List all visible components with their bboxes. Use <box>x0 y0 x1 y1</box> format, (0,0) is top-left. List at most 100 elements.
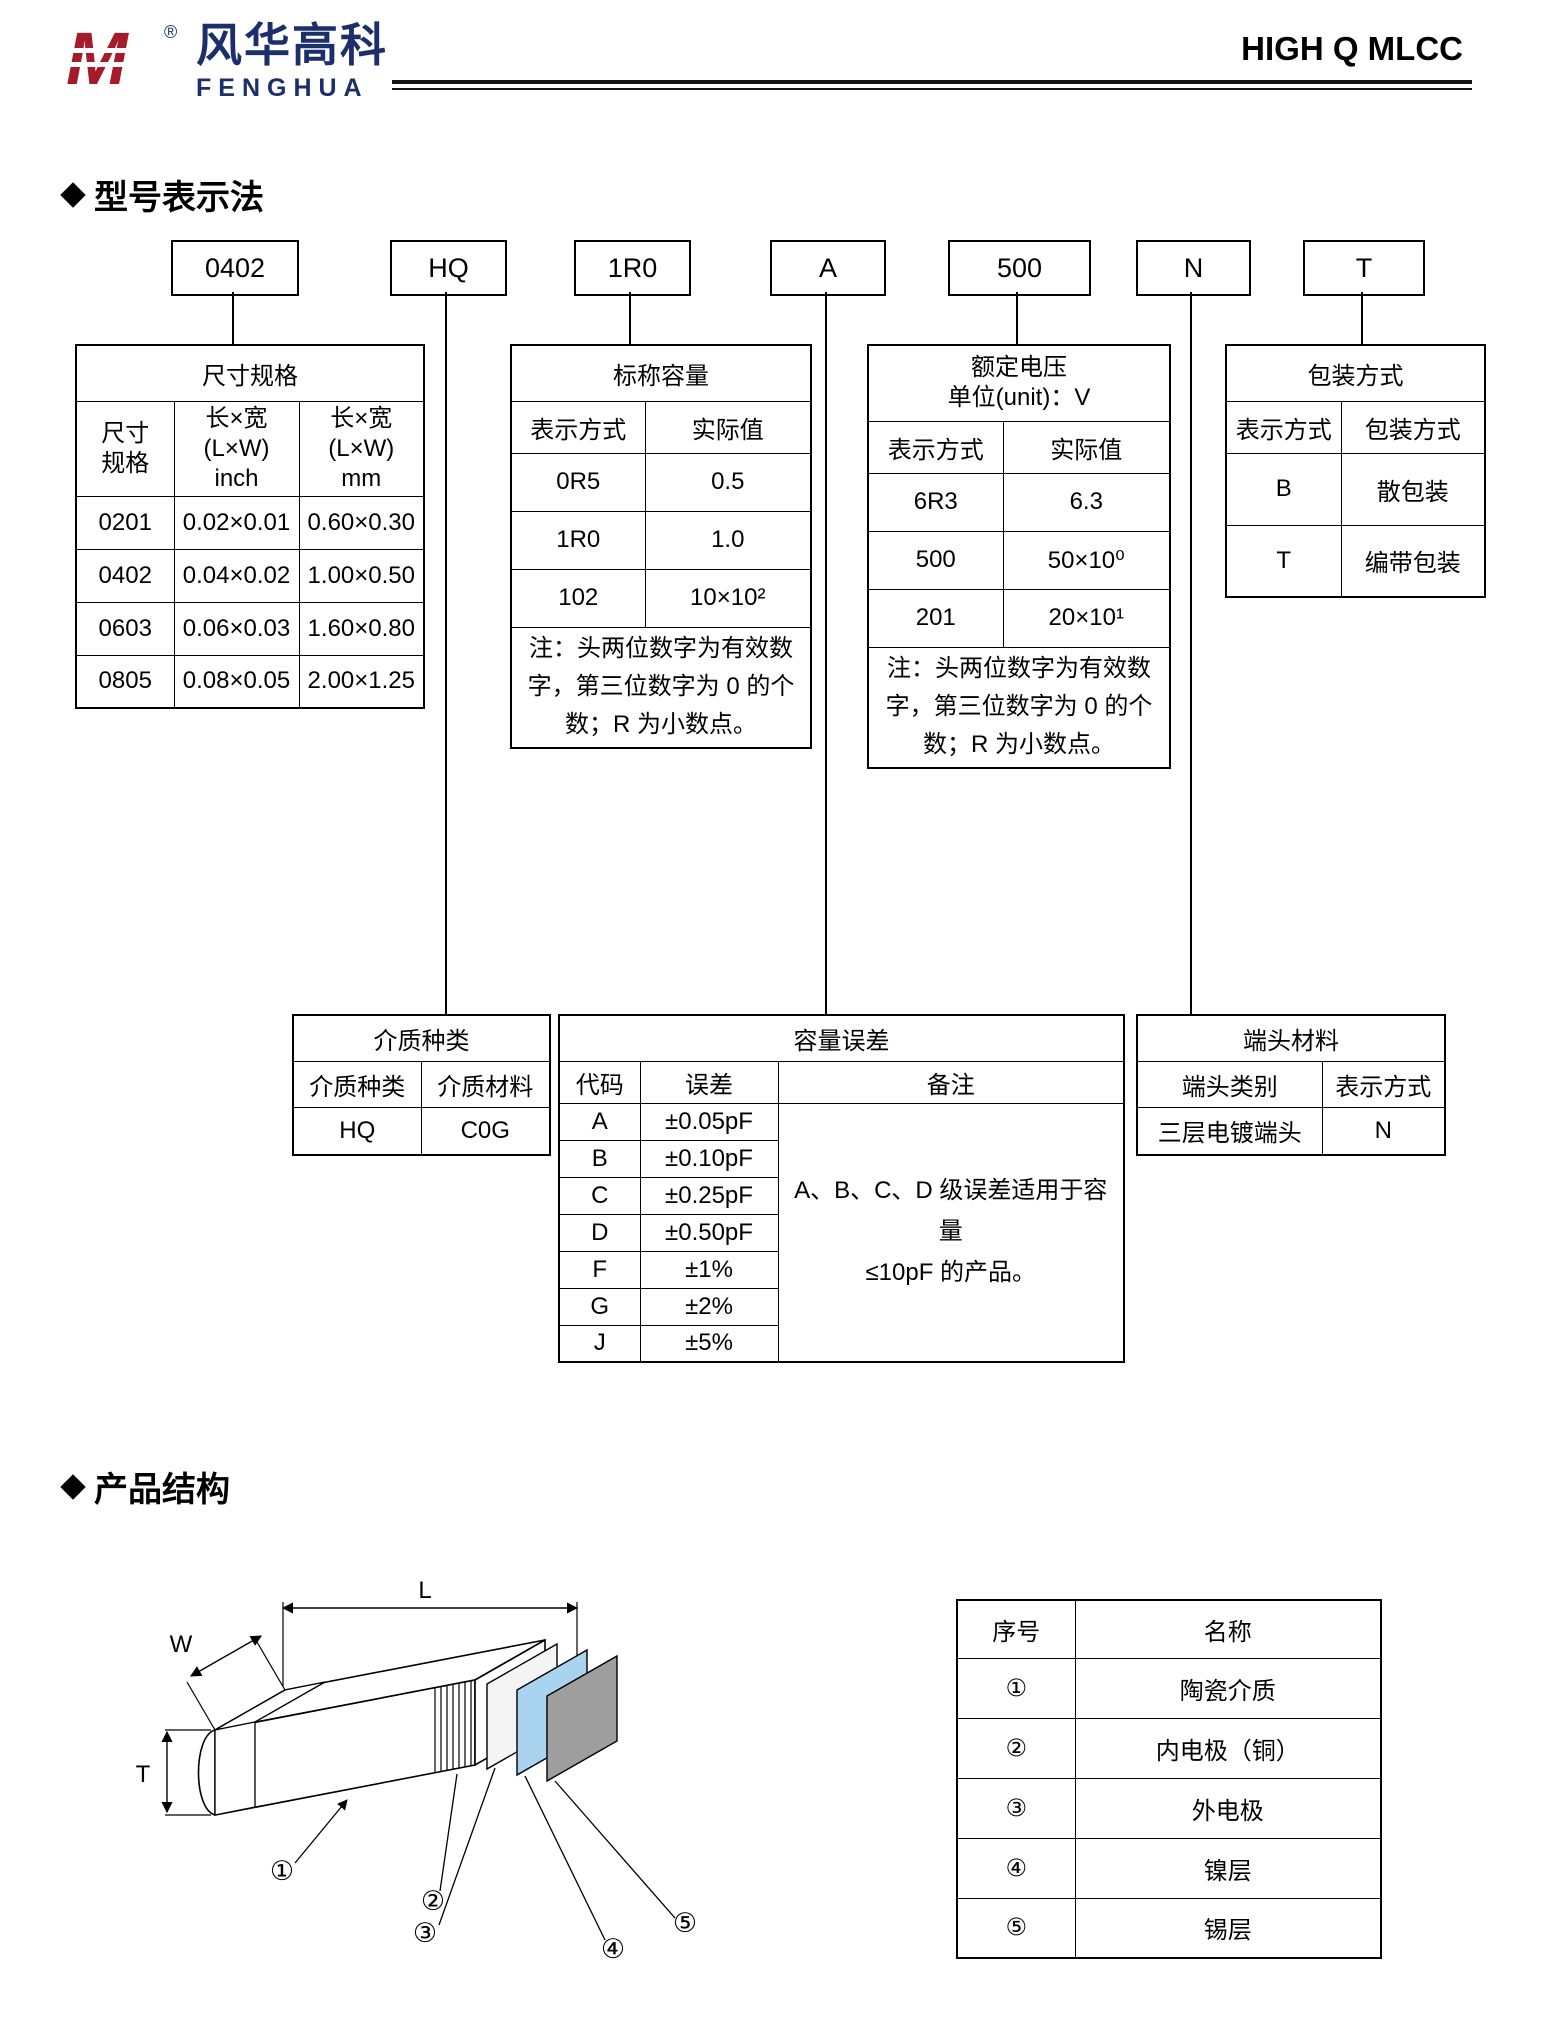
connector-line-tolerance <box>825 292 827 1014</box>
part-code-voltage: 500 <box>948 240 1091 296</box>
legend-col-header: 名称 <box>1074 1599 1382 1659</box>
cap-cell: 0.5 <box>644 452 812 512</box>
cap-table-note: 注：头两位数字为有效数字，第三位数字为 0 的个数；R 为小数点。 <box>510 626 812 749</box>
legend-cell: ① <box>956 1657 1076 1719</box>
size-cell: 0603 <box>75 601 175 656</box>
volt-cell: 50×10⁰ <box>1002 530 1171 590</box>
legend-cell: 陶瓷介质 <box>1074 1657 1382 1719</box>
packaging-table: 包装方式 表示方式 包装方式 B 散包装 T 编带包装 <box>1225 344 1486 598</box>
connector-line-voltage <box>1016 292 1018 344</box>
table-row: 6R3 6.3 <box>867 472 1171 532</box>
size-cell: 0.60×0.30 <box>298 495 425 550</box>
legend-cell: ⑤ <box>956 1897 1076 1959</box>
table-row: C ±0.25pF <box>558 1176 1124 1215</box>
cap-table-title: 标称容量 <box>510 344 812 402</box>
product-structure-diagram: L W T <box>136 1577 697 1964</box>
cap-cell: 1R0 <box>510 510 646 570</box>
table-row: D ±0.50pF <box>558 1213 1124 1252</box>
table-row: 0402 0.04×0.02 1.00×0.50 <box>75 548 425 603</box>
volt-cell: 20×10¹ <box>1002 588 1171 648</box>
legend-cell: 内电极（铜） <box>1074 1717 1382 1779</box>
volt-cell: 500 <box>867 530 1004 590</box>
structure-legend-table: 序号 名称 ① 陶瓷介质 ② 内电极（铜） ③ 外电极 ④ 镍层 ⑤ 锡层 <box>956 1599 1382 1959</box>
brand-name-en: FENGHUA <box>196 74 369 102</box>
table-row: ① 陶瓷介质 <box>956 1657 1382 1719</box>
volt-cell: 6R3 <box>867 472 1004 532</box>
table-row: ⑤ 锡层 <box>956 1897 1382 1959</box>
volt-cell: 6.3 <box>1002 472 1171 532</box>
pack-table-title: 包装方式 <box>1225 344 1486 402</box>
tol-cell: ±0.25pF <box>639 1176 779 1215</box>
callout-5: ⑤ <box>673 1908 697 1938</box>
diamond-bullet-icon <box>60 181 86 208</box>
callout-leader-1 <box>294 1799 348 1864</box>
header-rule-thick <box>392 80 1472 84</box>
tol-cell: ±0.50pF <box>639 1213 779 1252</box>
size-cell: 1.00×0.50 <box>298 548 425 603</box>
section-title-model: 型号表示法 <box>60 170 264 219</box>
tol-cell: ±1% <box>639 1250 779 1289</box>
diel-col-header: 介质种类 <box>292 1060 422 1108</box>
tol-table-note: A、B、C、D 级误差适用于容量 ≤10pF 的产品。 <box>777 1102 1125 1363</box>
table-row: 0R5 0.5 <box>510 452 812 512</box>
legend-cell: 镍层 <box>1074 1837 1382 1899</box>
brand-block: 风华高科 FENGHUA <box>196 22 388 103</box>
section-title-model-text: 型号表示法 <box>94 179 264 217</box>
section-title-structure: 产品结构 <box>60 1462 230 1511</box>
table-row: 0201 0.02×0.01 0.60×0.30 <box>75 495 425 550</box>
connector-line-termination <box>1190 292 1192 1014</box>
size-cell: 0.06×0.03 <box>173 601 300 656</box>
volt-cell: 201 <box>867 588 1004 648</box>
pack-col-header: 包装方式 <box>1340 400 1486 454</box>
tol-cell: ±2% <box>639 1287 779 1326</box>
callout-leader-4 <box>524 1775 606 1941</box>
pack-col-header: 表示方式 <box>1225 400 1342 454</box>
table-row: 0603 0.06×0.03 1.60×0.80 <box>75 601 425 656</box>
cap-band-front <box>214 1721 256 1816</box>
tol-col-header: 误差 <box>639 1060 779 1104</box>
part-code-termination: N <box>1136 240 1251 296</box>
cap-col-header: 表示方式 <box>510 400 646 454</box>
term-cell: N <box>1321 1106 1446 1156</box>
cap-cell: 1.0 <box>644 510 812 570</box>
diel-cell: HQ <box>292 1106 422 1156</box>
callout-leader-5 <box>554 1780 676 1919</box>
size-cell: 0.08×0.05 <box>173 654 300 709</box>
cap-col-header: 实际值 <box>644 400 812 454</box>
tol-cell: J <box>558 1324 641 1363</box>
legend-cell: 外电极 <box>1074 1777 1382 1839</box>
size-col-header: 长×宽 (L×W) mm <box>298 400 425 497</box>
rated-voltage-table: 额定电压 单位(unit)：V 表示方式 实际值 6R3 6.3 500 50×… <box>867 344 1171 769</box>
size-cell: 0402 <box>75 548 175 603</box>
size-spec-table: 尺寸规格 尺寸 规格 长×宽 (L×W) inch 长×宽 (L×W) mm 0… <box>75 344 426 709</box>
part-code-capacitance: 1R0 <box>574 240 691 296</box>
logo-glyph: M <box>66 18 129 98</box>
table-row: ② 内电极（铜） <box>956 1717 1382 1779</box>
tol-col-header: 代码 <box>558 1060 641 1104</box>
part-code-tolerance: A <box>770 240 886 296</box>
size-table-title: 尺寸规格 <box>75 344 425 402</box>
size-col-header: 尺寸 规格 <box>75 400 175 497</box>
pack-cell: 编带包装 <box>1340 524 1486 598</box>
table-row: 102 10×10² <box>510 568 812 628</box>
table-row: 1R0 1.0 <box>510 510 812 570</box>
volt-table-note: 注：头两位数字为有效数字，第三位数字为 0 的个数；R 为小数点。 <box>867 646 1171 769</box>
legend-cell: ③ <box>956 1777 1076 1839</box>
volt-table-title: 额定电压 单位(unit)：V <box>867 344 1171 422</box>
legend-cell: ② <box>956 1717 1076 1779</box>
tol-cell: G <box>558 1287 641 1326</box>
connector-line-size <box>232 292 234 344</box>
table-row: J ±5% <box>558 1324 1124 1363</box>
table-row: A ±0.05pF A、B、C、D 级误差适用于容量 ≤10pF 的产品。 <box>558 1102 1125 1363</box>
size-cell: 0.02×0.01 <box>173 495 300 550</box>
table-row: 0805 0.08×0.05 2.00×1.25 <box>75 654 425 709</box>
callout-3: ③ <box>413 1918 437 1948</box>
tol-cell: ±0.10pF <box>639 1139 779 1178</box>
nominal-capacitance-table: 标称容量 表示方式 实际值 0R5 0.5 1R0 1.0 102 10×10²… <box>510 344 812 749</box>
table-row: 201 20×10¹ <box>867 588 1171 648</box>
tol-cell: F <box>558 1250 641 1289</box>
callout-2: ② <box>421 1886 445 1916</box>
diel-cell: C0G <box>420 1106 551 1156</box>
size-cell: 0805 <box>75 654 175 709</box>
